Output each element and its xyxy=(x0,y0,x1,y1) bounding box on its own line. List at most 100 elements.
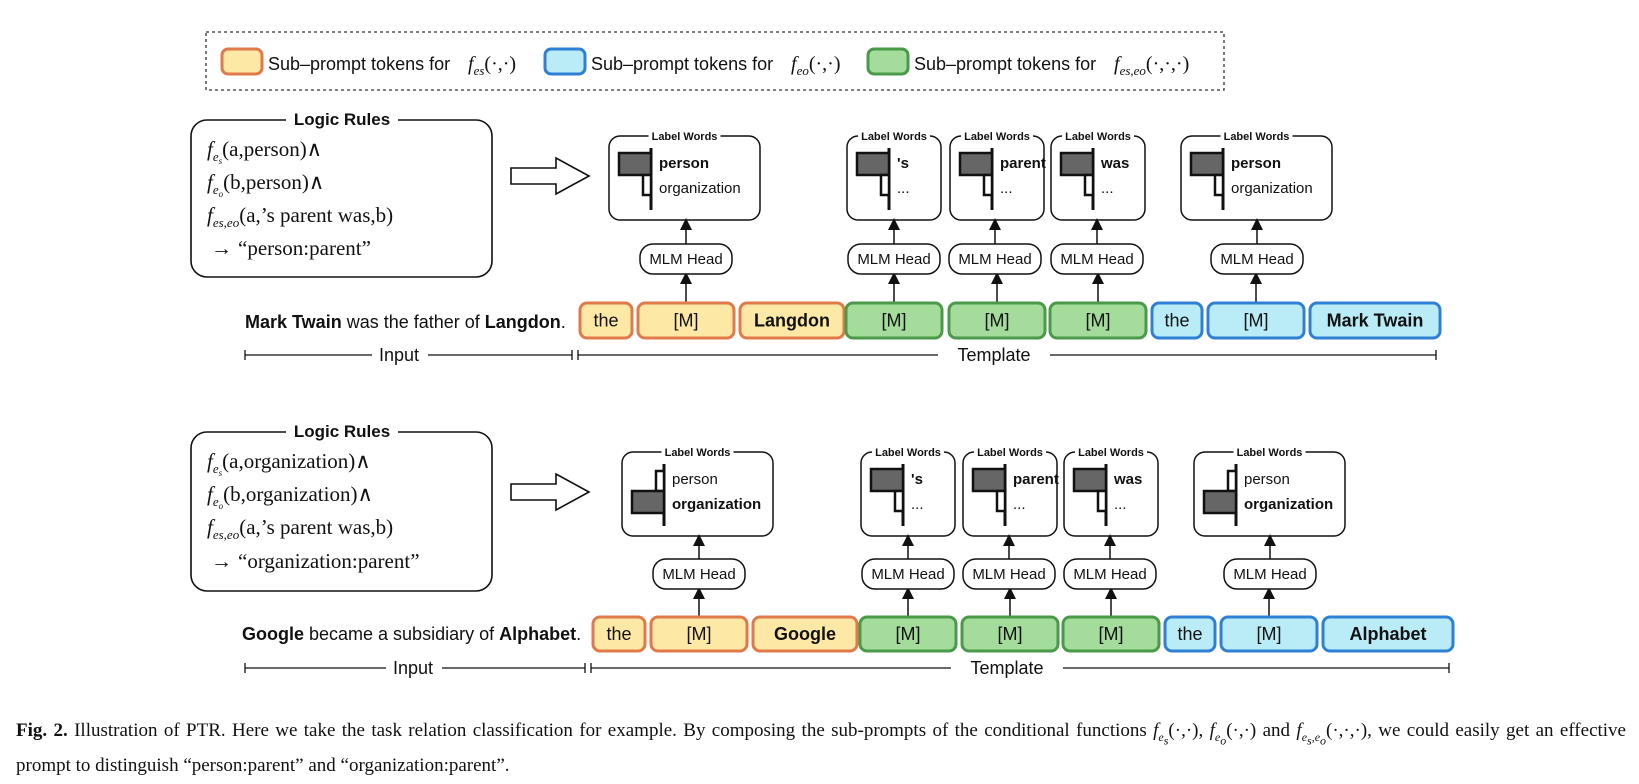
token-green: [M] xyxy=(844,301,944,340)
bar-chart-icon xyxy=(958,148,994,210)
bar-chart-icon xyxy=(855,148,891,210)
label-word: parent xyxy=(1000,155,1046,172)
rule-3: fes,eo(a,’s parent was,b) xyxy=(207,515,393,542)
token-text: [M] xyxy=(1099,624,1124,644)
token-text: Google xyxy=(774,624,836,644)
caption-fn-1: (·,·), xyxy=(1168,720,1210,741)
label-word: ... xyxy=(911,496,924,513)
token-blue: Alphabet xyxy=(1321,615,1455,653)
legend-item-1-fn: fes(·,·) xyxy=(468,53,516,78)
label-word: organization xyxy=(672,496,761,513)
mlm-head-label: MLM Head xyxy=(1073,566,1146,583)
token-text: [M] xyxy=(896,624,921,644)
template-label: Template xyxy=(957,345,1030,365)
figure-caption: Fig. 2. Illustration of PTR. Here we tak… xyxy=(16,720,1626,777)
mlm-head: MLM Head xyxy=(1063,534,1157,617)
mlm-head: MLM Head xyxy=(948,218,1042,303)
label-words-title: Label Words xyxy=(964,131,1030,143)
label-words-title: Label Words xyxy=(652,131,718,143)
bar-chart-icon xyxy=(1059,148,1095,210)
token-orange: [M] xyxy=(636,301,736,340)
caption-fn-3: (·,·,·), we could easily get an effectiv… xyxy=(16,720,1626,777)
big-arrow-icon xyxy=(510,472,591,512)
bar-chart-icon xyxy=(1189,148,1225,210)
token-blue: Mark Twain xyxy=(1308,301,1442,340)
bar-chart-icon xyxy=(971,464,1007,526)
mlm-head: MLM Head xyxy=(1210,218,1304,303)
token-text: [M] xyxy=(882,311,907,331)
label-words-title: Label Words xyxy=(1065,131,1131,143)
input-range: Input xyxy=(244,658,586,678)
label-words-title: Label Words xyxy=(1224,131,1290,143)
logic-rules-title: Logic Rules xyxy=(294,422,390,441)
token-blue: [M] xyxy=(1219,615,1319,653)
label-word: ... xyxy=(1013,496,1026,513)
input-sentence: Mark Twain was the father of Langdon. xyxy=(245,312,566,332)
token-blue: the xyxy=(1163,615,1217,653)
rule-3: fes,eo(a,’s parent was,b) xyxy=(207,203,393,230)
token-text: [M] xyxy=(674,311,699,331)
token-orange: [M] xyxy=(649,615,749,653)
label-word: organization xyxy=(1244,496,1333,513)
input-sentence: Google became a subsidiary of Alphabet. xyxy=(242,624,581,644)
mlm-head-label: MLM Head xyxy=(871,566,944,583)
mlm-head-label: MLM Head xyxy=(649,251,722,268)
big-arrow-icon xyxy=(510,156,591,196)
bar-chart-icon xyxy=(1072,464,1108,526)
ptr-diagram: Sub–prompt tokens for fes(·,·) Sub–promp… xyxy=(190,31,1455,678)
token-text: the xyxy=(593,311,618,331)
legend-item-3-fn: fes,eo(·,·,·) xyxy=(1114,53,1189,78)
token-text: [M] xyxy=(998,624,1023,644)
caption-fn-2: (·,·) and xyxy=(1226,720,1297,741)
label-words-title: Label Words xyxy=(875,447,941,459)
label-words-title: Label Words xyxy=(861,131,927,143)
label-word: was xyxy=(1113,471,1142,488)
token-orange: the xyxy=(591,615,647,653)
label-words-title: Label Words xyxy=(977,447,1043,459)
label-word: person xyxy=(1231,155,1281,172)
label-words-box: Label Wordsparent... xyxy=(962,444,1059,537)
token-orange: the xyxy=(578,301,634,340)
label-word: organization xyxy=(1231,180,1313,197)
token-text: [M] xyxy=(985,311,1010,331)
mlm-head: MLM Head xyxy=(861,534,955,617)
label-word: 's xyxy=(897,155,909,172)
mlm-head-label: MLM Head xyxy=(1233,566,1306,583)
label-words-title: Label Words xyxy=(665,447,731,459)
mlm-head: MLM Head xyxy=(639,218,733,303)
token-text: Alphabet xyxy=(1349,624,1426,644)
token-orange: Langdon xyxy=(738,301,846,340)
legend-item-2-fn: feo(·,·) xyxy=(791,53,840,78)
logic-rules-title: Logic Rules xyxy=(294,110,390,129)
token-text: [M] xyxy=(1086,311,1111,331)
label-words-box: Label Wordswas... xyxy=(1050,128,1146,221)
token-blue: [M] xyxy=(1206,301,1306,340)
template-range: Template xyxy=(577,345,1437,365)
token-text: the xyxy=(606,624,631,644)
label-word: ... xyxy=(1101,180,1114,197)
legend-swatch-orange xyxy=(220,47,264,76)
label-word: ... xyxy=(1000,180,1013,197)
rule-4: →“person:parent” xyxy=(211,236,371,260)
mlm-head: MLM Head xyxy=(1223,534,1317,617)
mlm-head: MLM Head xyxy=(847,218,941,303)
rule-2: feo(b,person)∧ xyxy=(207,170,324,199)
bar-chart-icon xyxy=(1202,464,1238,526)
mlm-head: MLM Head xyxy=(962,534,1056,617)
label-words-box: Label Words person organization xyxy=(1180,128,1333,221)
rule-2: feo(b,organization)∧ xyxy=(207,482,373,511)
legend-item-1-label: Sub–prompt tokens for xyxy=(268,54,450,74)
tokens: the[M]Langdon[M][M][M]the[M]Mark Twain xyxy=(578,301,1442,340)
label-words-title: Label Words xyxy=(1078,447,1144,459)
token-text: [M] xyxy=(1244,311,1269,331)
panel-1: Logic Rules fes(a,person)∧ feo(b,person)… xyxy=(190,108,1442,365)
label-word: 's xyxy=(911,471,923,488)
label-words-box: Label Words's... xyxy=(846,128,942,221)
token-green: [M] xyxy=(960,615,1060,653)
label-words-box: Label Words 's... xyxy=(860,444,956,537)
